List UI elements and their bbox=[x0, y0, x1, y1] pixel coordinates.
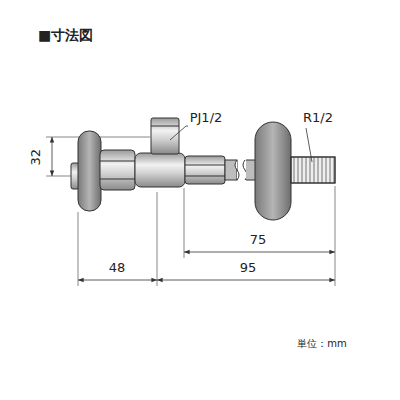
dimension-value: 95 bbox=[239, 261, 258, 275]
drawing-title: ■寸法図 bbox=[38, 28, 93, 43]
unit-note: 単位：mm bbox=[296, 338, 347, 349]
valve-drawing bbox=[71, 118, 335, 220]
dimension-value: 48 bbox=[108, 261, 127, 275]
leader-lines bbox=[170, 126, 312, 162]
port-label: R1/2 bbox=[302, 111, 334, 125]
port-label: PJ1/2 bbox=[189, 111, 224, 125]
dimension-value: 32 bbox=[29, 148, 43, 167]
dimension-value: 75 bbox=[249, 233, 268, 247]
